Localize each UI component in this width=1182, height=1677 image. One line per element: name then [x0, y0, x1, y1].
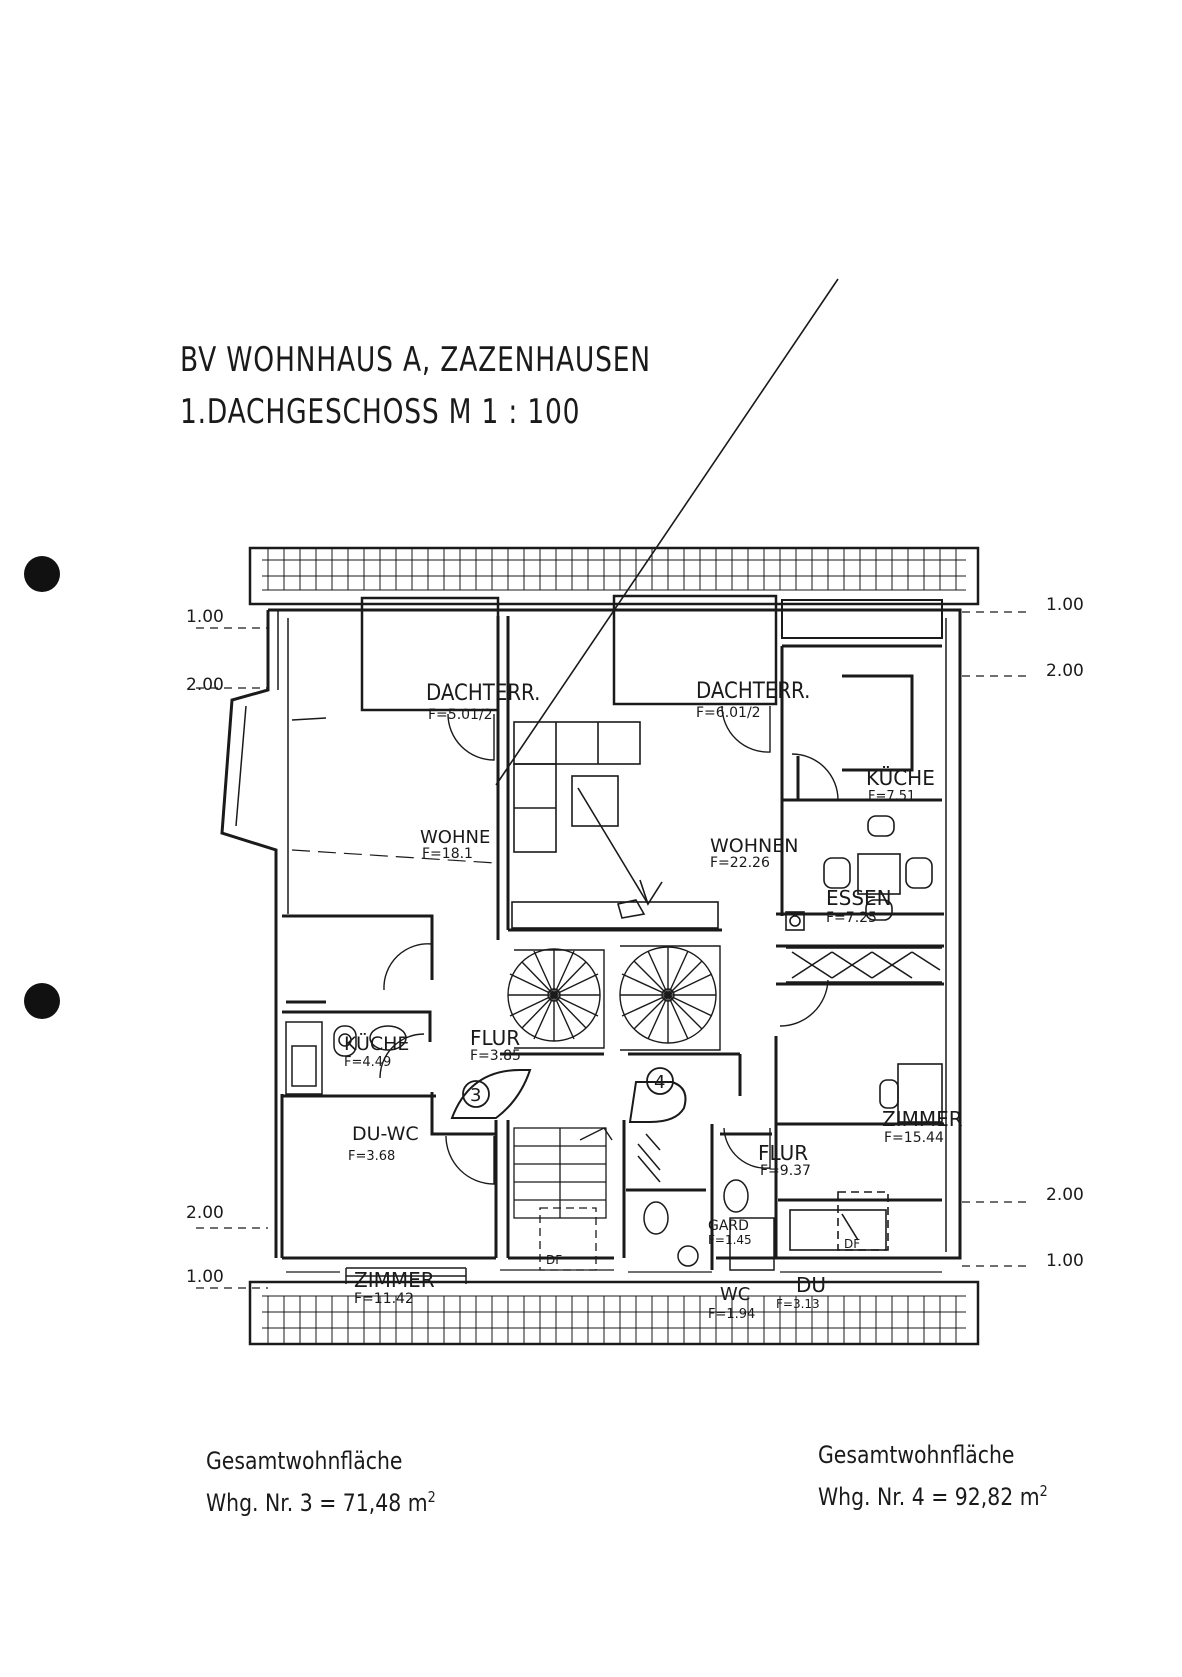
interior-walls	[282, 594, 944, 1270]
room-area-du-wc: F=3.68	[348, 1149, 395, 1164]
floor-plan: 1.00 2.00 2.00 1.00 1.00 2.00 2.00 1.00 …	[186, 278, 1084, 1346]
room-area-flur-left: F=3.85	[470, 1048, 521, 1064]
room-name-zimmer-right: ZIMMER	[882, 1107, 963, 1131]
total-unit-4-sup: 2	[1039, 1482, 1048, 1500]
room-name-wohnen-right: WOHNEN	[710, 835, 798, 857]
spiral-stair-right	[619, 945, 721, 1051]
room-area-flur-right: F=9.37	[760, 1163, 811, 1179]
room-name-kueche-right: KÜCHE	[866, 766, 935, 790]
room-name-zimmer-left: ZIMMER	[354, 1268, 435, 1292]
room-name-dachterr-right: DACHTERR.	[696, 678, 810, 703]
room-area-wohnen-right: F=22.26	[710, 855, 770, 871]
total-unit-3: Gesamtwohnfläche Whg. Nr. 3 = 71,48 m2	[206, 1443, 436, 1521]
punch-hole-top	[24, 556, 60, 592]
drawing-title: BV WOHNHAUS A, ZAZENHAUSEN	[180, 340, 651, 380]
level-label-left-bottom-200: 2.00	[186, 1203, 224, 1223]
room-area-kueche-right: F=7.51	[868, 789, 915, 804]
room-area-zimmer-right: F=15.44	[884, 1130, 944, 1146]
room-name-dachterr-left: DACHTERR.	[426, 680, 540, 705]
door-swings	[379, 705, 839, 1185]
room-name-wc: WC	[720, 1284, 750, 1305]
total-unit-4: Gesamtwohnfläche Whg. Nr. 4 = 92,82 m2	[818, 1437, 1048, 1515]
room-name-wohnen-left: WOHNE	[420, 827, 490, 848]
room-name-du: DU	[796, 1273, 826, 1297]
room-name-essen: ESSEN	[826, 886, 892, 910]
total-unit-3-value: Whg. Nr. 3 = 71,48 m	[206, 1489, 428, 1517]
spiral-stair-left	[507, 948, 605, 1049]
unit-3-number: 3	[470, 1085, 481, 1106]
total-unit-3-sup: 2	[427, 1488, 436, 1506]
living-furniture	[511, 721, 943, 1251]
level-label-left-top-200: 2.00	[186, 675, 224, 695]
room-area-gard: F=1.45	[708, 1233, 752, 1247]
level-label-right-top-200: 2.00	[1046, 661, 1084, 681]
room-area-zimmer-left: F=11.42	[354, 1291, 414, 1307]
room-area-wohnen-left: F=18.1	[422, 846, 473, 862]
skylight-label-left: DF	[546, 1253, 562, 1267]
total-unit-3-label: Gesamtwohnfläche	[206, 1447, 403, 1475]
skylight-label-right: DF	[844, 1237, 860, 1251]
straight-stair	[513, 1127, 607, 1271]
unit-4-number: 4	[654, 1072, 665, 1093]
level-label-right-bottom-200: 2.00	[1046, 1185, 1084, 1205]
room-area-dachterr-left: F=5.01/2	[428, 707, 493, 723]
level-label-left-top-100: 1.00	[186, 607, 224, 627]
unit-3-bubble	[450, 1069, 532, 1119]
room-area-wc: F=1.94	[708, 1307, 755, 1322]
level-label-right-bottom-100: 1.00	[1046, 1251, 1084, 1271]
room-area-du: F=3.13	[776, 1297, 820, 1311]
level-label-right-top-100: 1.00	[1046, 595, 1084, 615]
room-name-du-wc: DU-WC	[352, 1123, 419, 1145]
unit-4-bubble	[628, 1081, 687, 1123]
level-label-left-bottom-100: 1.00	[186, 1267, 224, 1287]
room-name-flur-right: FLUR	[758, 1141, 808, 1165]
room-area-dachterr-right: F=6.01/2	[696, 705, 761, 721]
drawing-subtitle: 1.DACHGESCHOSS M 1 : 100	[180, 392, 581, 432]
room-name-gard: GARD	[708, 1218, 749, 1234]
diagonal-mark	[495, 278, 839, 786]
room-area-essen: F=7.25	[826, 910, 877, 926]
level-lines	[196, 611, 1032, 1289]
room-name-kueche-left: KÜCHE	[344, 1032, 409, 1055]
outer-walls	[220, 608, 962, 1260]
room-name-flur-left: FLUR	[470, 1026, 520, 1050]
bathroom-fixtures	[285, 1021, 775, 1271]
roof-eave-bottom	[248, 1280, 980, 1346]
total-unit-4-label: Gesamtwohnfläche	[818, 1441, 1015, 1469]
room-area-kueche-left: F=4.49	[344, 1055, 391, 1070]
total-unit-4-value: Whg. Nr. 4 = 92,82 m	[818, 1483, 1040, 1511]
punch-hole-bottom	[24, 983, 60, 1019]
